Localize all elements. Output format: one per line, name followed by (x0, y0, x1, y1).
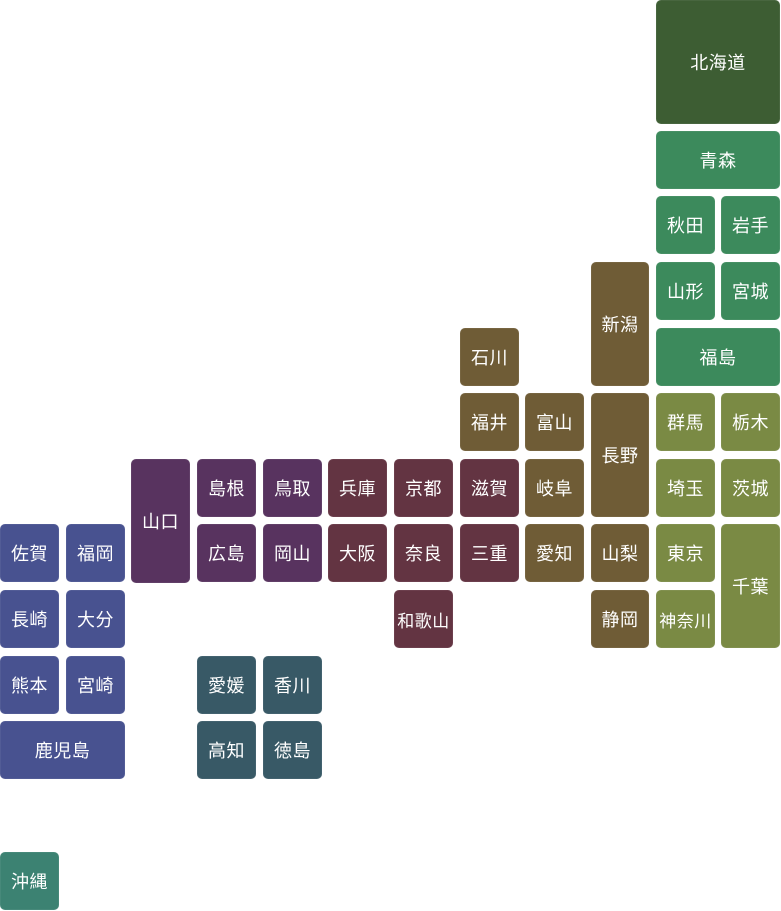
prefecture-tile-kagawa[interactable]: 香川 (263, 656, 322, 714)
prefecture-tile-niigata[interactable]: 新潟 (591, 262, 649, 386)
prefecture-tile-tottori[interactable]: 鳥取 (263, 459, 322, 517)
prefecture-label: 島根 (208, 479, 245, 500)
prefecture-label: 奈良 (405, 544, 442, 565)
prefecture-label: 沖縄 (11, 872, 48, 893)
prefecture-tile-hokkaido[interactable]: 北海道 (656, 0, 780, 124)
prefecture-tile-okayama[interactable]: 岡山 (263, 524, 322, 582)
prefecture-tile-fukuoka[interactable]: 福岡 (66, 524, 125, 582)
prefecture-label: 鹿児島 (34, 741, 91, 762)
prefecture-tile-shizuoka[interactable]: 静岡 (591, 590, 649, 648)
prefecture-label: 大分 (77, 610, 114, 631)
prefecture-label: 石川 (471, 348, 508, 369)
prefecture-tile-kochi[interactable]: 高知 (197, 721, 256, 779)
prefecture-tile-nara[interactable]: 奈良 (394, 524, 453, 582)
prefecture-label: 長崎 (11, 610, 48, 631)
prefecture-label: 三重 (471, 544, 508, 565)
prefecture-tile-iwate[interactable]: 岩手 (721, 196, 780, 254)
prefecture-tile-miyazaki[interactable]: 宮崎 (66, 656, 125, 714)
prefecture-label: 群馬 (667, 413, 704, 434)
prefecture-tile-saitama[interactable]: 埼玉 (656, 459, 715, 517)
prefecture-label: 山梨 (601, 544, 639, 565)
prefecture-label: 新潟 (601, 315, 639, 336)
prefecture-tile-tokushima[interactable]: 徳島 (263, 721, 322, 779)
prefecture-label: 和歌山 (397, 611, 450, 632)
prefecture-tile-ehime[interactable]: 愛媛 (197, 656, 256, 714)
prefecture-tile-kumamoto[interactable]: 熊本 (0, 656, 59, 714)
prefecture-label: 神奈川 (659, 611, 712, 632)
prefecture-label: 北海道 (690, 53, 746, 74)
prefecture-label: 静岡 (601, 610, 639, 631)
prefecture-tile-nagano[interactable]: 長野 (591, 393, 649, 517)
prefecture-tile-fukui[interactable]: 福井 (460, 393, 519, 451)
prefecture-tile-akita[interactable]: 秋田 (656, 196, 715, 254)
prefecture-tile-gifu[interactable]: 岐阜 (525, 459, 584, 517)
prefecture-label: 宮崎 (77, 676, 114, 697)
prefecture-label: 愛知 (536, 544, 573, 565)
prefecture-label: 福岡 (77, 544, 114, 565)
prefecture-label: 福島 (699, 348, 737, 369)
prefecture-tile-hyogo[interactable]: 兵庫 (328, 459, 387, 517)
prefecture-tile-aichi[interactable]: 愛知 (525, 524, 584, 582)
prefecture-tile-wakayama[interactable]: 和歌山 (394, 590, 453, 648)
prefecture-tile-osaka[interactable]: 大阪 (328, 524, 387, 582)
prefecture-label: 岐阜 (536, 479, 573, 500)
prefecture-tile-aomori[interactable]: 青森 (656, 131, 780, 189)
prefecture-tile-yamaguchi[interactable]: 山口 (131, 459, 190, 583)
prefecture-label: 東京 (667, 544, 704, 565)
prefecture-tile-kanagawa[interactable]: 神奈川 (656, 590, 715, 648)
prefecture-tile-chiba[interactable]: 千葉 (721, 524, 780, 648)
prefecture-tile-tochigi[interactable]: 栃木 (721, 393, 780, 451)
prefecture-tile-kagoshima[interactable]: 鹿児島 (0, 721, 125, 779)
prefecture-tile-miyagi[interactable]: 宮城 (721, 262, 780, 320)
prefecture-label: 広島 (208, 544, 245, 565)
prefecture-label: 千葉 (732, 577, 769, 598)
prefecture-label: 滋賀 (471, 479, 508, 500)
prefecture-label: 大阪 (339, 544, 376, 565)
prefecture-tile-kyoto[interactable]: 京都 (394, 459, 453, 517)
prefecture-tile-mie[interactable]: 三重 (460, 524, 519, 582)
prefecture-tile-yamagata[interactable]: 山形 (656, 262, 715, 320)
prefecture-label: 埼玉 (667, 479, 704, 500)
prefecture-label: 秋田 (667, 216, 704, 237)
prefecture-label: 福井 (471, 413, 508, 434)
prefecture-label: 岡山 (274, 544, 311, 565)
prefecture-tile-shiga[interactable]: 滋賀 (460, 459, 519, 517)
prefecture-label: 鳥取 (274, 479, 311, 500)
prefecture-tile-gunma[interactable]: 群馬 (656, 393, 715, 451)
prefecture-label: 岩手 (732, 216, 769, 237)
prefecture-tile-fukushima[interactable]: 福島 (656, 328, 780, 386)
prefecture-label: 栃木 (732, 413, 769, 434)
prefecture-tile-oita[interactable]: 大分 (66, 590, 125, 648)
prefecture-label: 青森 (699, 151, 737, 172)
prefecture-label: 高知 (208, 741, 245, 762)
prefecture-label: 徳島 (274, 741, 311, 762)
prefecture-label: 茨城 (732, 479, 769, 500)
prefecture-label: 長野 (601, 446, 639, 467)
prefecture-tile-nagasaki[interactable]: 長崎 (0, 590, 59, 648)
prefecture-tile-yamanashi[interactable]: 山梨 (591, 524, 649, 582)
prefecture-label: 香川 (274, 676, 311, 697)
prefecture-label: 兵庫 (339, 479, 376, 500)
prefecture-tile-shimane[interactable]: 島根 (197, 459, 256, 517)
prefecture-tile-tokyo[interactable]: 東京 (656, 524, 715, 582)
prefecture-tile-toyama[interactable]: 富山 (525, 393, 584, 451)
prefecture-label: 宮城 (732, 282, 769, 303)
prefecture-tile-hiroshima[interactable]: 広島 (197, 524, 256, 582)
prefecture-tile-saga[interactable]: 佐賀 (0, 524, 59, 582)
prefecture-label: 熊本 (11, 676, 48, 697)
prefecture-tile-okinawa[interactable]: 沖縄 (0, 852, 59, 910)
prefecture-label: 富山 (536, 413, 573, 434)
prefecture-label: 山形 (667, 282, 704, 303)
prefecture-tile-ishikawa[interactable]: 石川 (460, 328, 519, 386)
prefecture-label: 京都 (405, 479, 442, 500)
prefecture-label: 愛媛 (208, 676, 245, 697)
prefecture-tile-ibaraki[interactable]: 茨城 (721, 459, 780, 517)
prefecture-label: 山口 (142, 512, 179, 533)
prefecture-label: 佐賀 (11, 544, 48, 565)
